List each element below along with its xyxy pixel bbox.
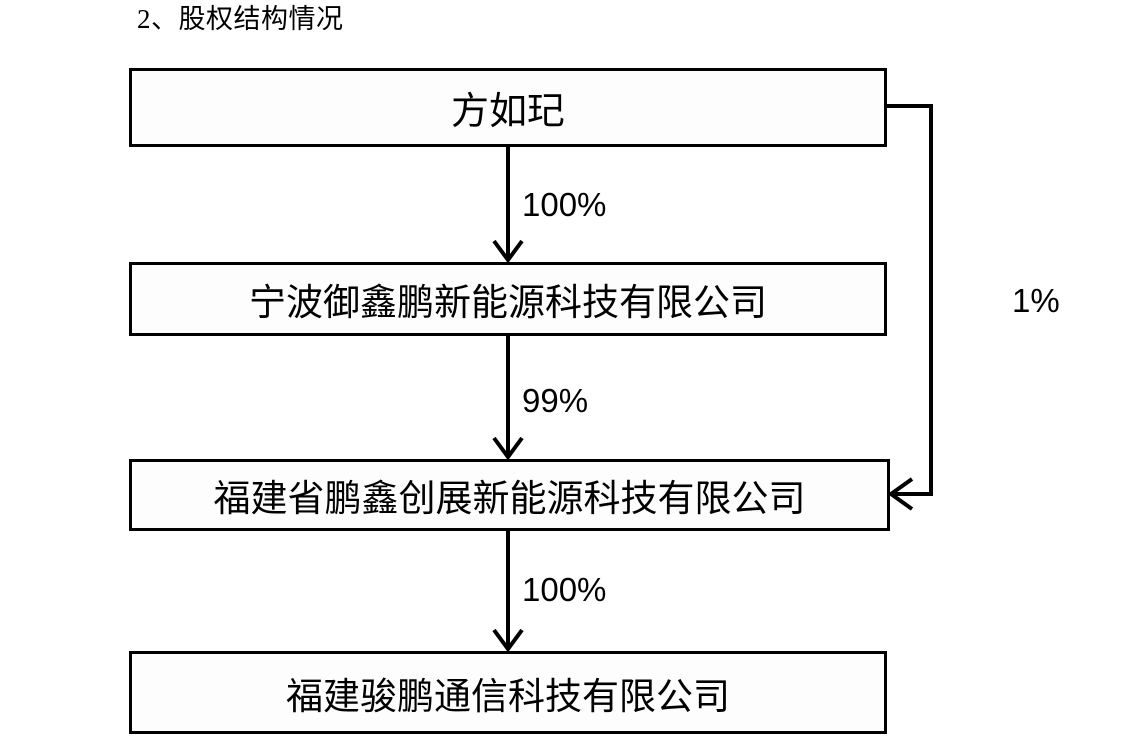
- edge-person-to-ningbo: [492, 147, 524, 264]
- page-title: 2、股权结构情况: [137, 4, 344, 34]
- org-node-ningbo[interactable]: 宁波御鑫鹏新能源科技有限公司: [129, 262, 887, 336]
- org-node-junpeng[interactable]: 福建骏鹏通信科技有限公司: [129, 651, 887, 734]
- edge-person-to-fujian: [886, 104, 933, 511]
- org-node-fujian[interactable]: 福建省鹏鑫创展新能源科技有限公司: [129, 459, 890, 531]
- edge-label-fujian-to-junpeng: 100%: [522, 571, 607, 608]
- edge-label-ningbo-to-fujian: 99%: [522, 382, 589, 419]
- edge-ningbo-to-fujian: [492, 336, 524, 461]
- edge-fujian-to-junpeng: [492, 531, 524, 653]
- edge-label-person-to-fujian: 1%: [1012, 282, 1060, 319]
- org-node-person[interactable]: 方如玘: [129, 68, 887, 147]
- edge-label-person-to-ningbo: 100%: [522, 186, 607, 223]
